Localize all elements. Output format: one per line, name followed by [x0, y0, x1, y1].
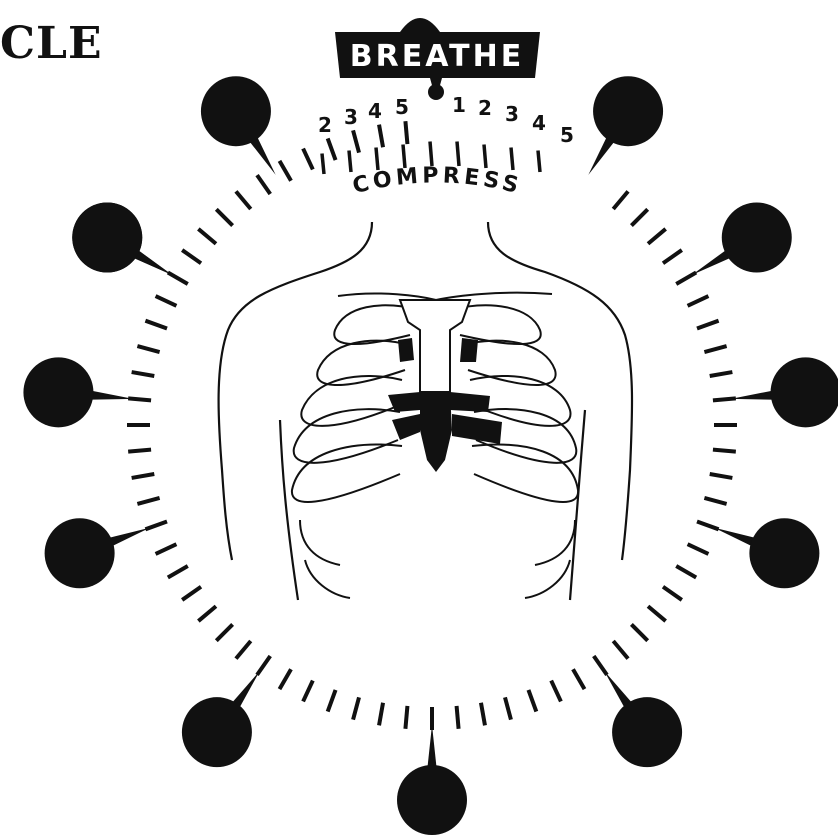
count-tick	[484, 145, 486, 169]
pointer-pin	[201, 76, 276, 175]
count-right-2: 2	[478, 96, 492, 120]
dial-tick	[631, 209, 647, 225]
dial-tick	[631, 624, 647, 640]
breathe-label: BREATHE	[350, 39, 524, 74]
dial-tick	[481, 703, 485, 726]
dial-tick	[613, 191, 628, 209]
dial-tick	[303, 681, 313, 702]
dial-tick	[353, 697, 359, 719]
count-tick	[376, 148, 378, 171]
count-tick	[349, 151, 351, 173]
sternum	[388, 300, 502, 472]
dial-tick	[688, 544, 709, 554]
dial-tick	[132, 474, 155, 478]
dial-tick	[551, 681, 561, 702]
dial-tick	[216, 624, 232, 640]
count-left-4: 4	[368, 99, 382, 123]
dial-tick	[710, 372, 733, 376]
dial-tick	[379, 703, 383, 726]
pointer-pin	[23, 357, 133, 427]
count-right-5: 5	[560, 123, 574, 147]
dial-tick	[328, 690, 336, 712]
pointer-pin	[397, 725, 467, 835]
dial-tick	[280, 669, 292, 689]
dial-tick	[648, 229, 666, 244]
pointer-pin	[182, 671, 260, 767]
dial-tick	[713, 450, 736, 452]
dial-tick	[198, 229, 216, 244]
dial-tick	[236, 191, 251, 209]
dial-tick	[648, 606, 666, 621]
count-tick	[430, 142, 432, 167]
dial-tick	[663, 587, 682, 600]
count-tick	[511, 148, 513, 171]
dial-tick	[704, 346, 726, 352]
pointer-pin	[692, 203, 792, 276]
dial-tick	[676, 566, 696, 578]
count-tick	[403, 145, 405, 169]
dial-tick	[328, 138, 336, 160]
dial-tick	[697, 321, 719, 329]
count-right-3: 3	[505, 102, 519, 126]
dial-tick	[528, 690, 536, 712]
count-tick	[322, 154, 324, 175]
dial-tick	[236, 641, 251, 659]
dial-tick	[663, 250, 682, 263]
dial-tick	[156, 544, 177, 554]
dial-tick	[168, 566, 188, 578]
count-right-1: 1	[452, 93, 466, 117]
dial-tick	[379, 125, 383, 148]
dial-tick	[216, 209, 232, 225]
dial-tick	[573, 669, 585, 689]
count-left-3: 3	[344, 105, 358, 129]
pointer-pin	[45, 518, 150, 588]
dial-tick	[145, 321, 167, 329]
dial-tick	[257, 175, 270, 194]
dial-tick	[353, 130, 359, 152]
pointer-pin	[731, 357, 838, 427]
dial-tick	[182, 587, 201, 600]
dial-tick	[132, 372, 155, 376]
dial-tick	[405, 706, 407, 729]
count-left-5: 5	[395, 95, 409, 119]
dial-tick	[156, 296, 177, 306]
pointer-pin	[714, 518, 819, 588]
dial-tick	[137, 498, 159, 504]
dial-tick	[128, 450, 151, 452]
dial-tick	[505, 697, 511, 719]
dial-tick	[280, 161, 292, 181]
dial-tick	[137, 346, 159, 352]
dial-tick	[198, 606, 216, 621]
pointer-pin	[588, 76, 663, 175]
count-tick	[457, 142, 459, 167]
count-left-2: 2	[318, 113, 332, 137]
pointer-pin	[72, 203, 172, 276]
breathe-plaque: BREATHE	[335, 18, 540, 100]
dial-tick	[405, 121, 407, 144]
dial-tick	[688, 296, 709, 306]
dial-tick	[710, 474, 733, 478]
count-right-4: 4	[532, 111, 546, 135]
pointer-pin	[604, 671, 682, 767]
dial-tick	[613, 641, 628, 659]
count-tick	[538, 151, 540, 173]
dial-tick	[704, 498, 726, 504]
dial-tick	[182, 250, 201, 263]
dial-tick	[303, 149, 313, 170]
dial-tick	[457, 706, 459, 729]
